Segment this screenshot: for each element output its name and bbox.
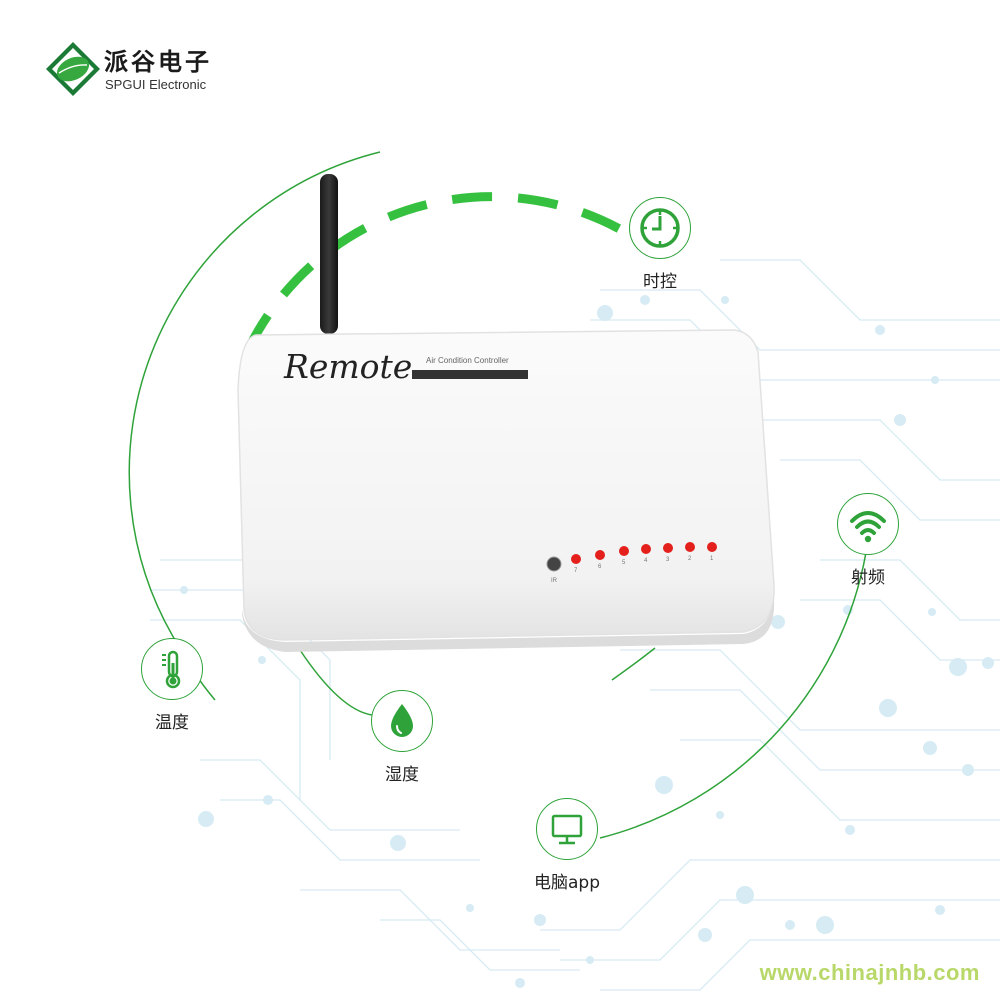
monitor-icon (551, 814, 583, 845)
brand-logo: 派谷电子 SPGUI Electronic (44, 40, 244, 100)
led-indicator (663, 543, 673, 553)
feature-timer-badge (629, 197, 691, 259)
led-indicator (685, 542, 695, 552)
circuit-nodes (180, 295, 994, 988)
water-drop-icon (391, 704, 413, 737)
led-label: 7 (574, 568, 578, 574)
antenna (320, 174, 338, 334)
led-labels: 7 6 5 4 3 2 1 (574, 556, 714, 574)
device-base (242, 590, 775, 652)
dashed-arc (243, 192, 628, 352)
wifi-icon (850, 511, 886, 543)
orbit-arc-inner-right (611, 647, 656, 681)
website-watermark: www.chinajnhb.com (759, 960, 980, 985)
feature-humidity-badge (371, 690, 433, 752)
feature-pc-label: 电脑app (534, 873, 600, 893)
feature-pc-badge (536, 798, 598, 860)
device-brand-text: Remote (283, 347, 412, 386)
led-label: 5 (622, 560, 626, 566)
led-label: 2 (688, 556, 692, 562)
ir-sensor (546, 556, 562, 572)
led-label: 3 (666, 557, 670, 563)
feature-temperature-label: 温度 (155, 713, 189, 733)
feature-rf-label: 射频 (851, 568, 885, 588)
led-label: 6 (598, 564, 602, 570)
led-indicator (619, 546, 629, 556)
led-indicator (571, 554, 581, 564)
led-indicator (641, 544, 651, 554)
ir-label: IR (551, 578, 558, 584)
brand-name-cn: 派谷电子 (104, 48, 212, 76)
led-label: 1 (710, 556, 714, 562)
feature-pc: 电脑app (507, 798, 627, 893)
led-label: 4 (644, 558, 648, 564)
feature-timer: 时控 (600, 197, 720, 292)
feature-rf-badge (837, 493, 899, 555)
device-illustration: Remote Air Condition Controller IR 7 6 5… (237, 174, 775, 652)
feature-humidity-label: 湿度 (385, 765, 419, 785)
clock-icon (640, 208, 680, 248)
thermometer-icon (162, 650, 181, 689)
remote-controller-device: Remote Air Condition Controller IR 7 6 5… (234, 170, 779, 665)
led-indicator (707, 542, 717, 552)
feature-timer-label: 时控 (643, 272, 677, 292)
feature-temperature-badge (141, 638, 203, 700)
led-row (571, 542, 717, 564)
brand-name-en: SPGUI Electronic (105, 77, 207, 92)
orbit-arc-large (128, 151, 381, 641)
device-body (237, 329, 775, 641)
led-indicator (595, 550, 605, 560)
feature-rf: 射频 (808, 493, 928, 588)
device-label-strip (412, 370, 528, 379)
device-subtitle-text: Air Condition Controller (426, 356, 509, 365)
feature-humidity: 湿度 (342, 690, 462, 785)
feature-temperature: 温度 (112, 638, 232, 733)
spgui-leaf-logo-icon (46, 42, 100, 96)
orbit-arc-inner (299, 649, 373, 716)
orbit-arc-right (599, 539, 869, 839)
